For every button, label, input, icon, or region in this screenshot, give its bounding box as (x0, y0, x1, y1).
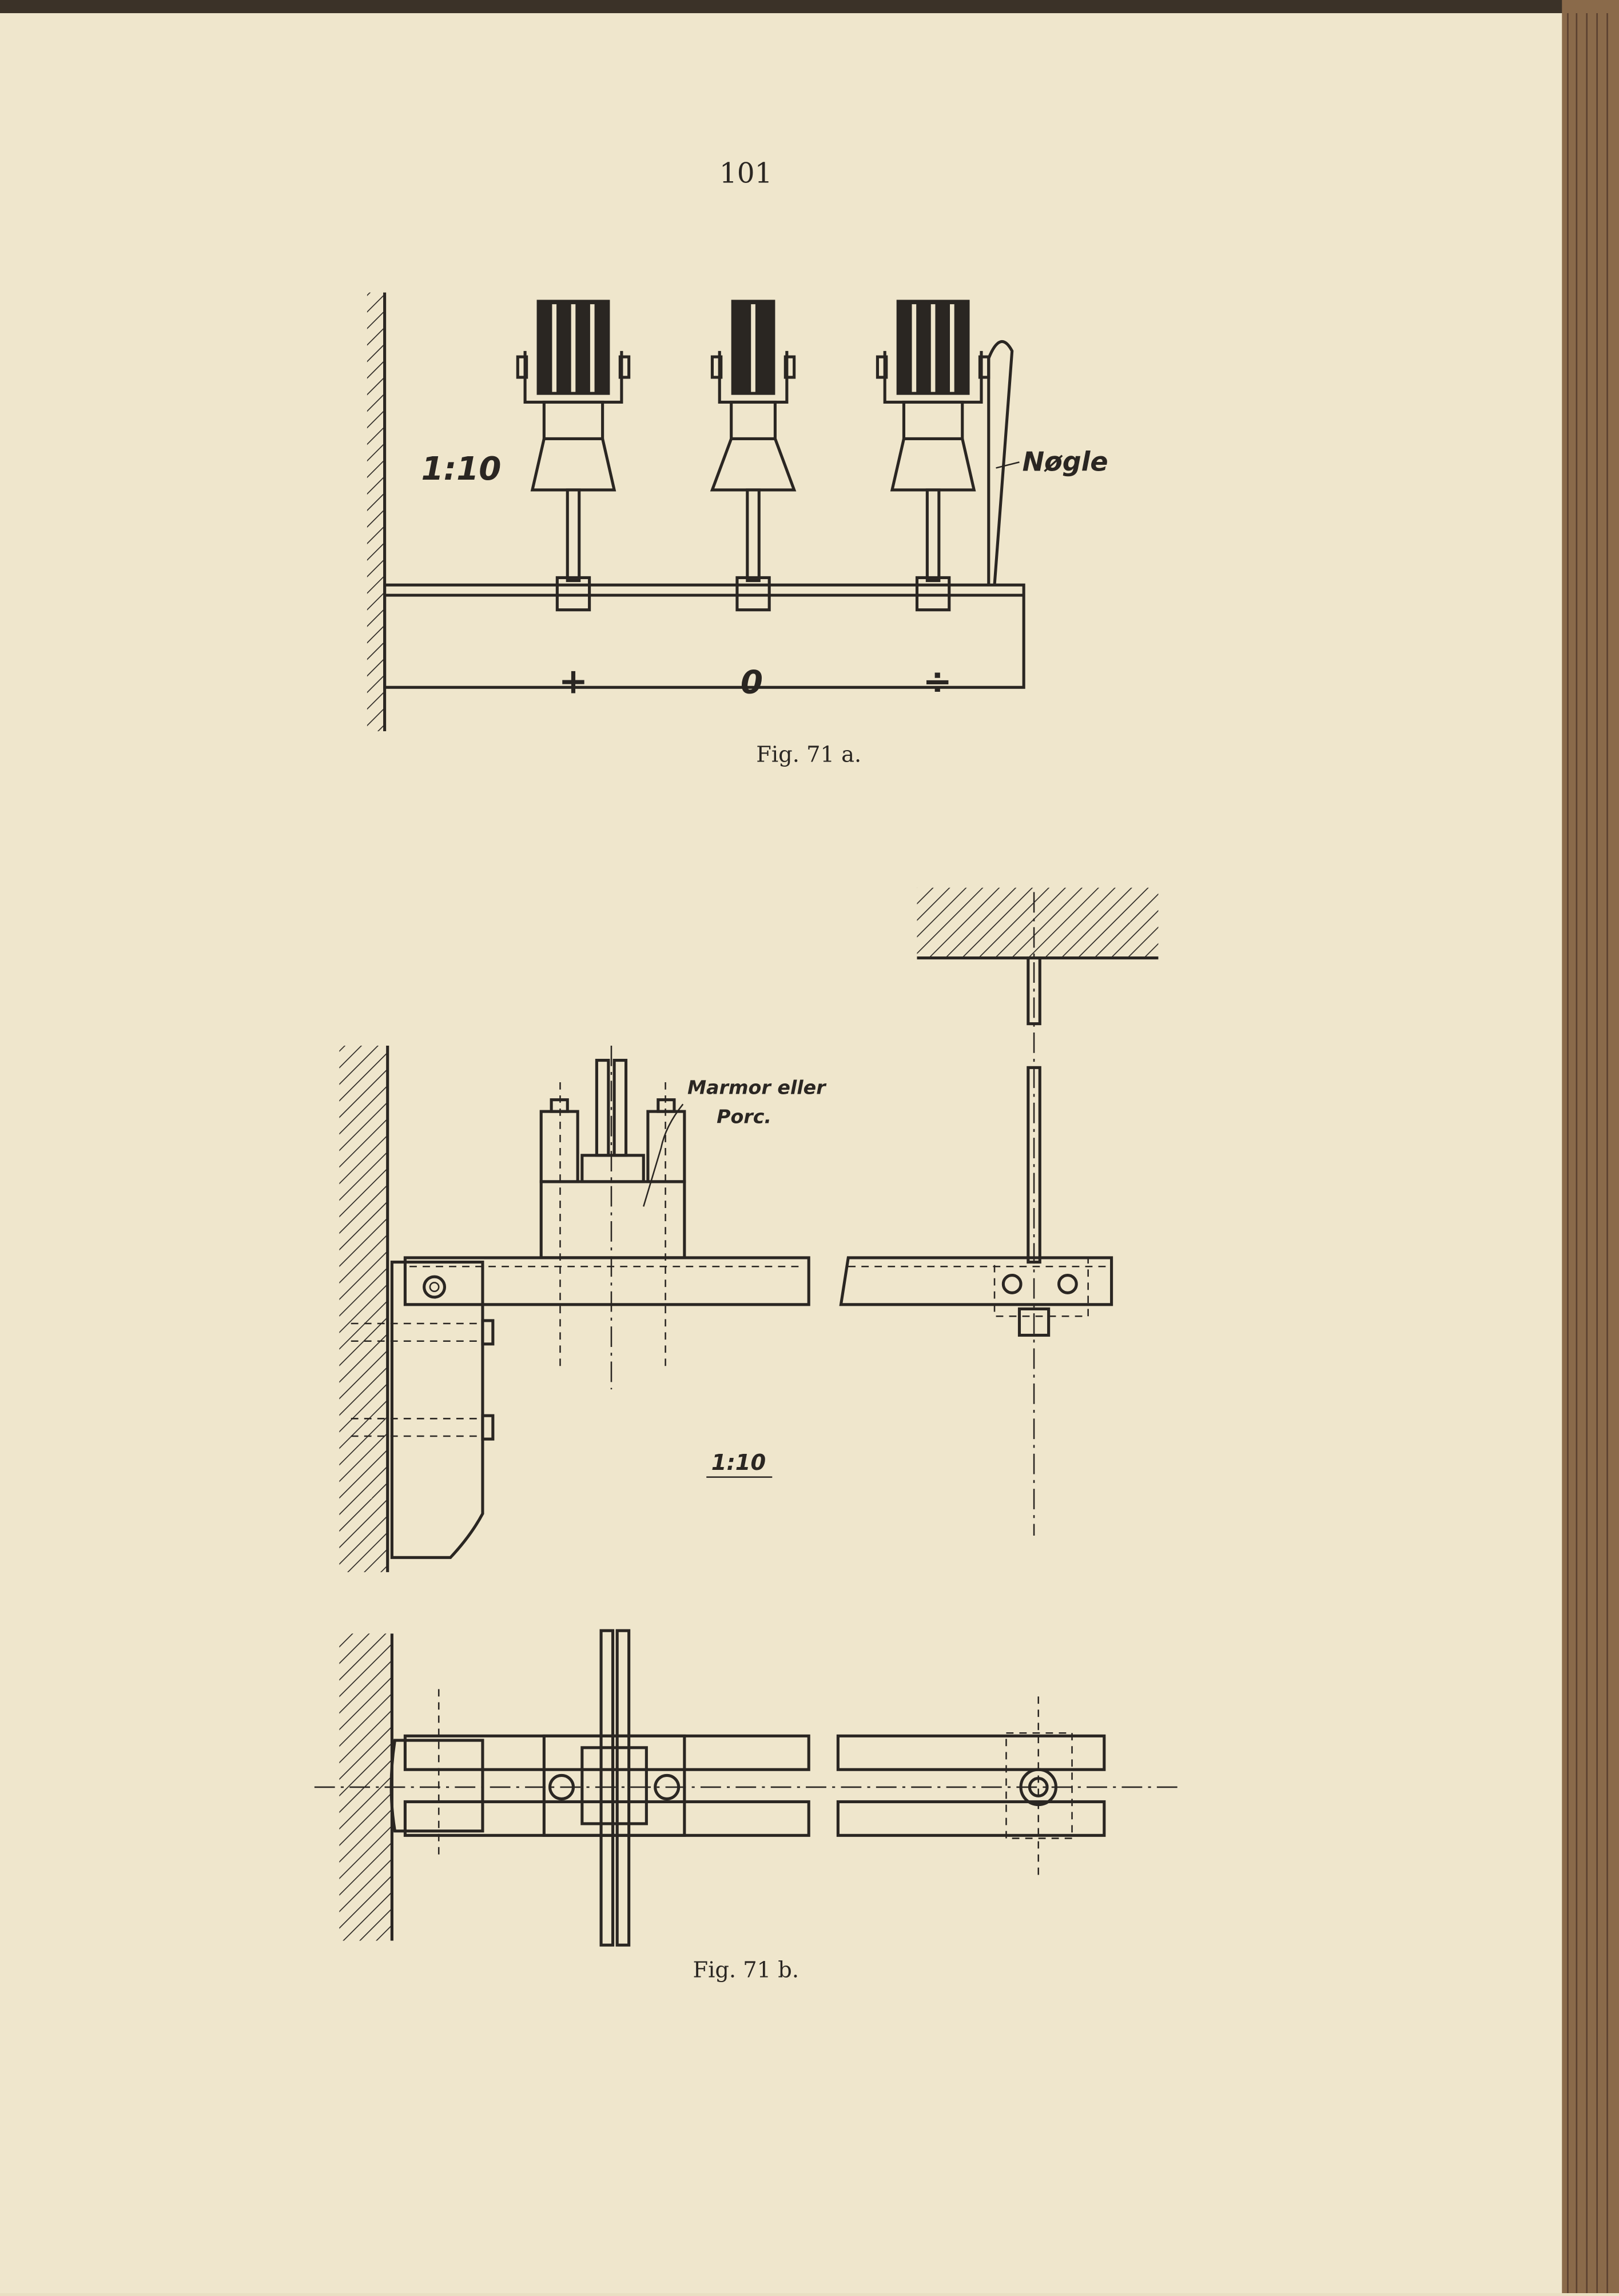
fuse-holder (539, 1045, 686, 1390)
figure-caption-71b: Fig. 71 b. (693, 1957, 799, 1983)
figure-caption-71a: Fig. 71 a. (756, 742, 861, 768)
scan-top-edge (0, 0, 1619, 14)
material-label-line2: Porc. (717, 1106, 771, 1128)
figure-71b-plan: Fig. 71 b. (314, 1629, 1178, 1983)
figure-71a: Nøgle 1:10 + 0 ÷ Fig. 71 a. (367, 292, 1108, 768)
scale-label-a: 1:10 (421, 451, 502, 488)
insulator-zero (710, 300, 797, 612)
page-edge-lines (1567, 13, 1608, 2293)
fuse-plate (599, 1629, 615, 1947)
page-number: 101 (719, 158, 773, 190)
page-edges-right (1562, 0, 1619, 2293)
figure-71b-elevation: Marmor eller Porc. 1:10 (339, 887, 1159, 1572)
key-label: Nøgle (1023, 447, 1108, 477)
wooden-bracket (351, 1261, 495, 1559)
material-label-line1: Marmor eller (687, 1076, 827, 1098)
insulator-plus (516, 300, 631, 612)
terminal-label-zero: 0 (741, 664, 763, 701)
terminal-label-plus: + (559, 661, 588, 702)
insulator-minus (876, 300, 991, 612)
ceiling-hatch (917, 887, 1159, 958)
scale-label-b: 1:10 (711, 1450, 766, 1476)
wall-hatch-b (339, 1045, 388, 1572)
key-lever (987, 340, 1014, 585)
terminal-label-minus: ÷ (923, 661, 952, 702)
wall-hatch (367, 292, 385, 732)
